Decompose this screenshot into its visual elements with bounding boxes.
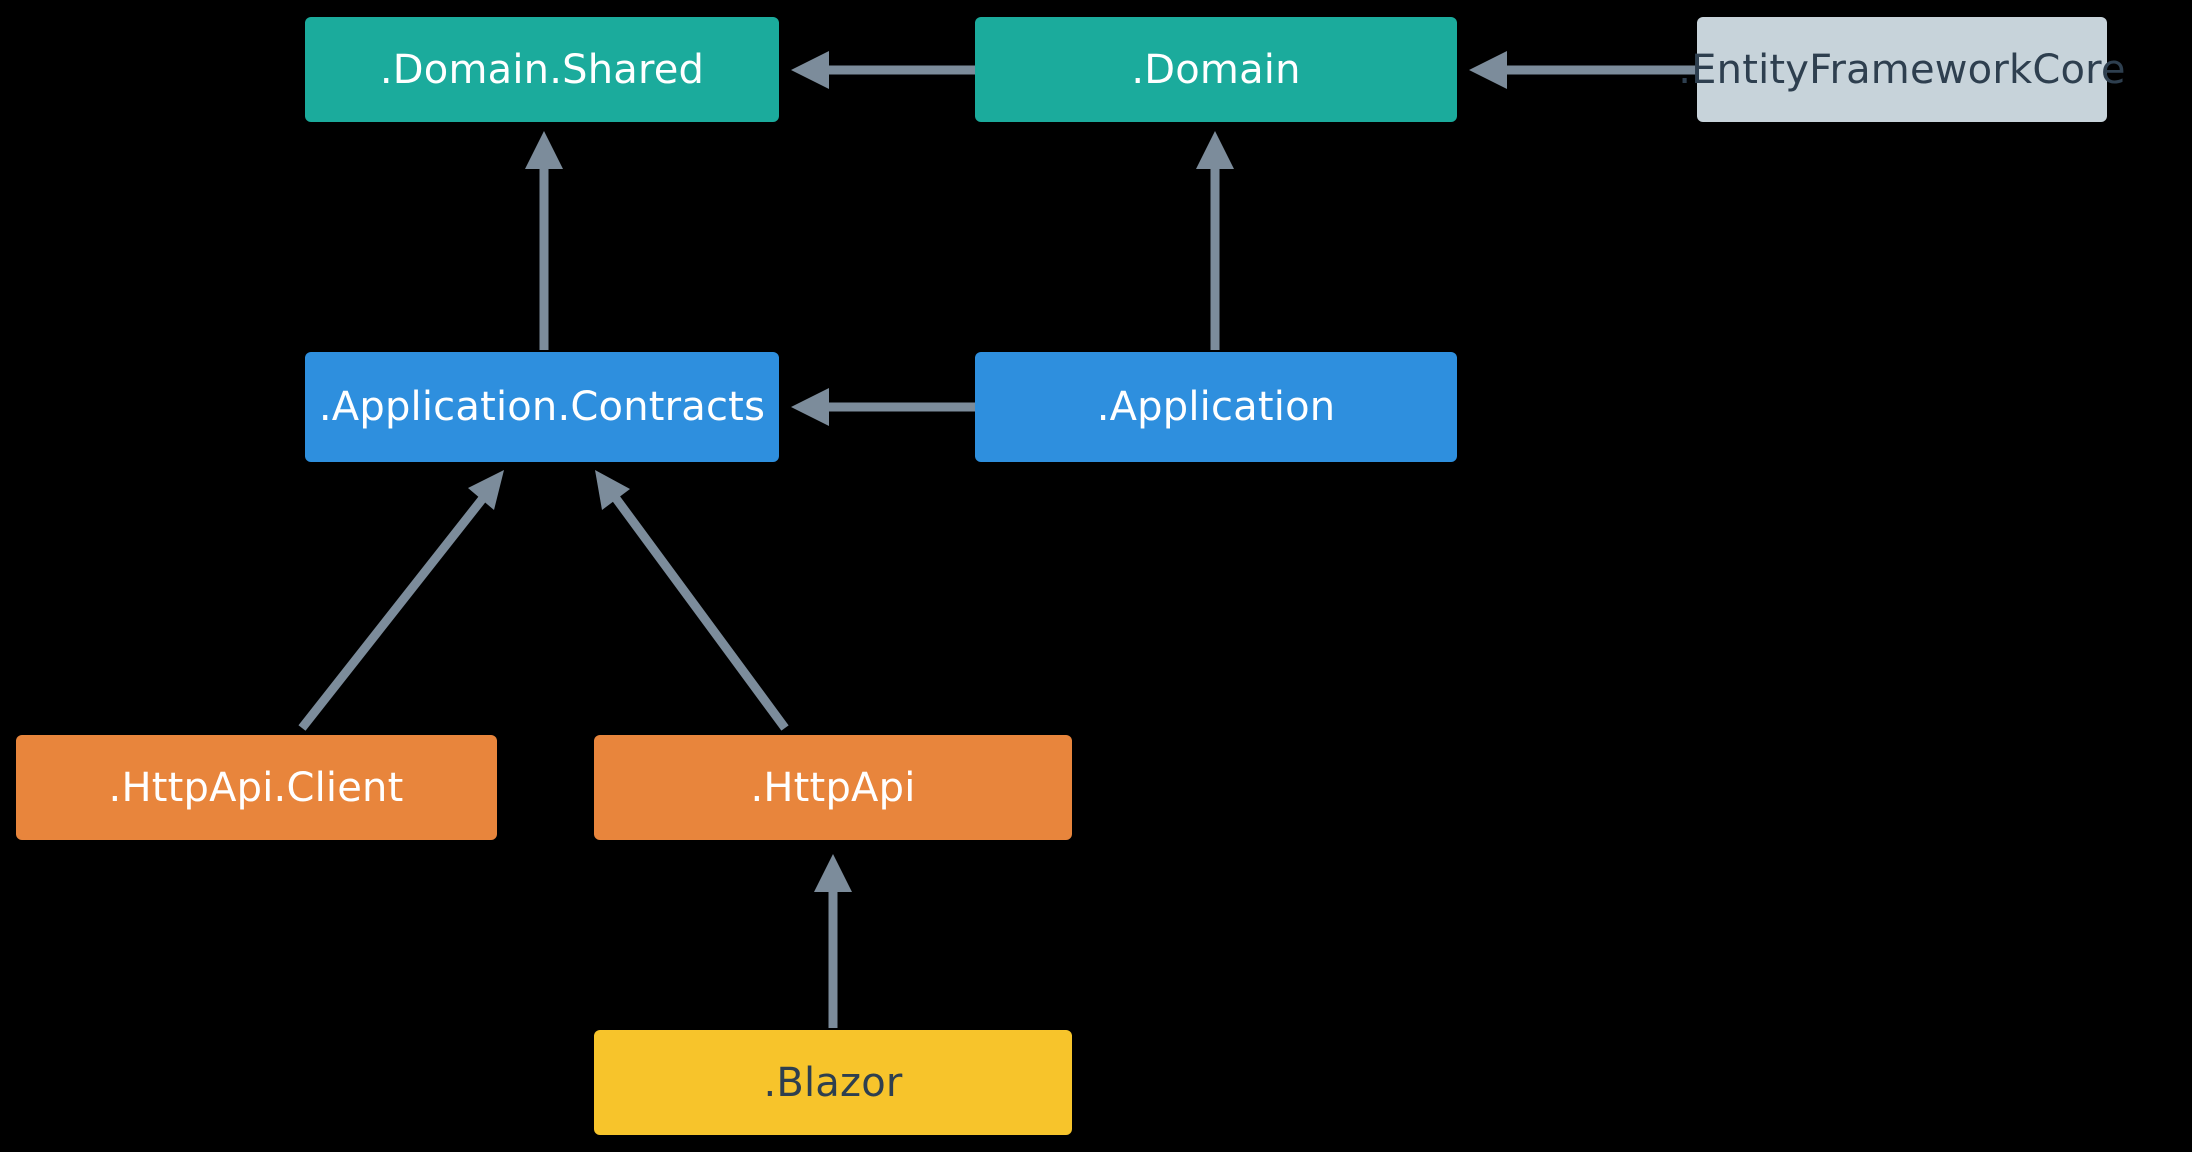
- edge-line: [298, 490, 491, 731]
- arrowhead-diagonal-icon: [468, 470, 504, 510]
- edge-blazor-to-httpapi: [814, 854, 852, 1028]
- edge-httpapi-to-application-contracts: [595, 470, 789, 731]
- node-blazor[interactable]: .Blazor: [594, 1030, 1072, 1135]
- node-application-contracts[interactable]: .Application.Contracts: [305, 352, 779, 462]
- node-entity-framework-core-label: .EntityFrameworkCore: [1678, 47, 2126, 93]
- edge-domain-to-domain-shared: [791, 51, 975, 89]
- edge-application-contracts-to-domain-shared: [525, 131, 563, 350]
- node-application-box[interactable]: [975, 352, 1457, 462]
- arrowhead-up-icon: [814, 854, 852, 892]
- node-application-label: .Application: [1097, 384, 1336, 430]
- node-domain[interactable]: .Domain: [975, 17, 1457, 122]
- node-application-contracts-box[interactable]: [305, 352, 779, 462]
- node-application[interactable]: .Application: [975, 352, 1457, 462]
- node-httpapi-client-box[interactable]: [16, 735, 497, 840]
- node-domain-label: .Domain: [1131, 47, 1300, 93]
- node-entity-framework-core[interactable]: .EntityFrameworkCore: [1678, 17, 2126, 122]
- edges-layer: [298, 51, 1697, 1028]
- node-domain-shared[interactable]: .Domain.Shared: [305, 17, 779, 122]
- arrowhead-up-icon: [525, 131, 563, 169]
- node-blazor-box[interactable]: [594, 1030, 1072, 1135]
- node-domain-box[interactable]: [975, 17, 1457, 122]
- arrowhead-up-icon: [1196, 131, 1234, 169]
- node-httpapi-client[interactable]: .HttpApi.Client: [16, 735, 497, 840]
- arrowhead-left-icon: [791, 388, 829, 426]
- node-httpapi-label: .HttpApi: [750, 765, 915, 811]
- edge-application-to-domain: [1196, 131, 1234, 350]
- node-httpapi-client-label: .HttpApi.Client: [109, 765, 404, 811]
- arrowhead-left-icon: [1469, 51, 1507, 89]
- nodes-layer: .Domain.Shared .Domain .EntityFrameworkC…: [16, 17, 2126, 1135]
- node-domain-shared-box[interactable]: [305, 17, 779, 122]
- node-entity-framework-core-box[interactable]: [1697, 17, 2107, 122]
- node-httpapi-box[interactable]: [594, 735, 1072, 840]
- edge-httpapi-client-to-application-contracts: [298, 470, 504, 731]
- edge-application-to-application-contracts: [791, 388, 975, 426]
- node-blazor-label: .Blazor: [763, 1060, 902, 1106]
- arrowhead-left-icon: [791, 51, 829, 89]
- node-httpapi[interactable]: .HttpApi: [594, 735, 1072, 840]
- node-domain-shared-label: .Domain.Shared: [380, 47, 704, 93]
- edge-efcore-to-domain: [1469, 51, 1697, 89]
- edge-line: [608, 490, 789, 731]
- arrowhead-diagonal-icon: [595, 470, 630, 510]
- node-application-contracts-label: .Application.Contracts: [319, 384, 765, 430]
